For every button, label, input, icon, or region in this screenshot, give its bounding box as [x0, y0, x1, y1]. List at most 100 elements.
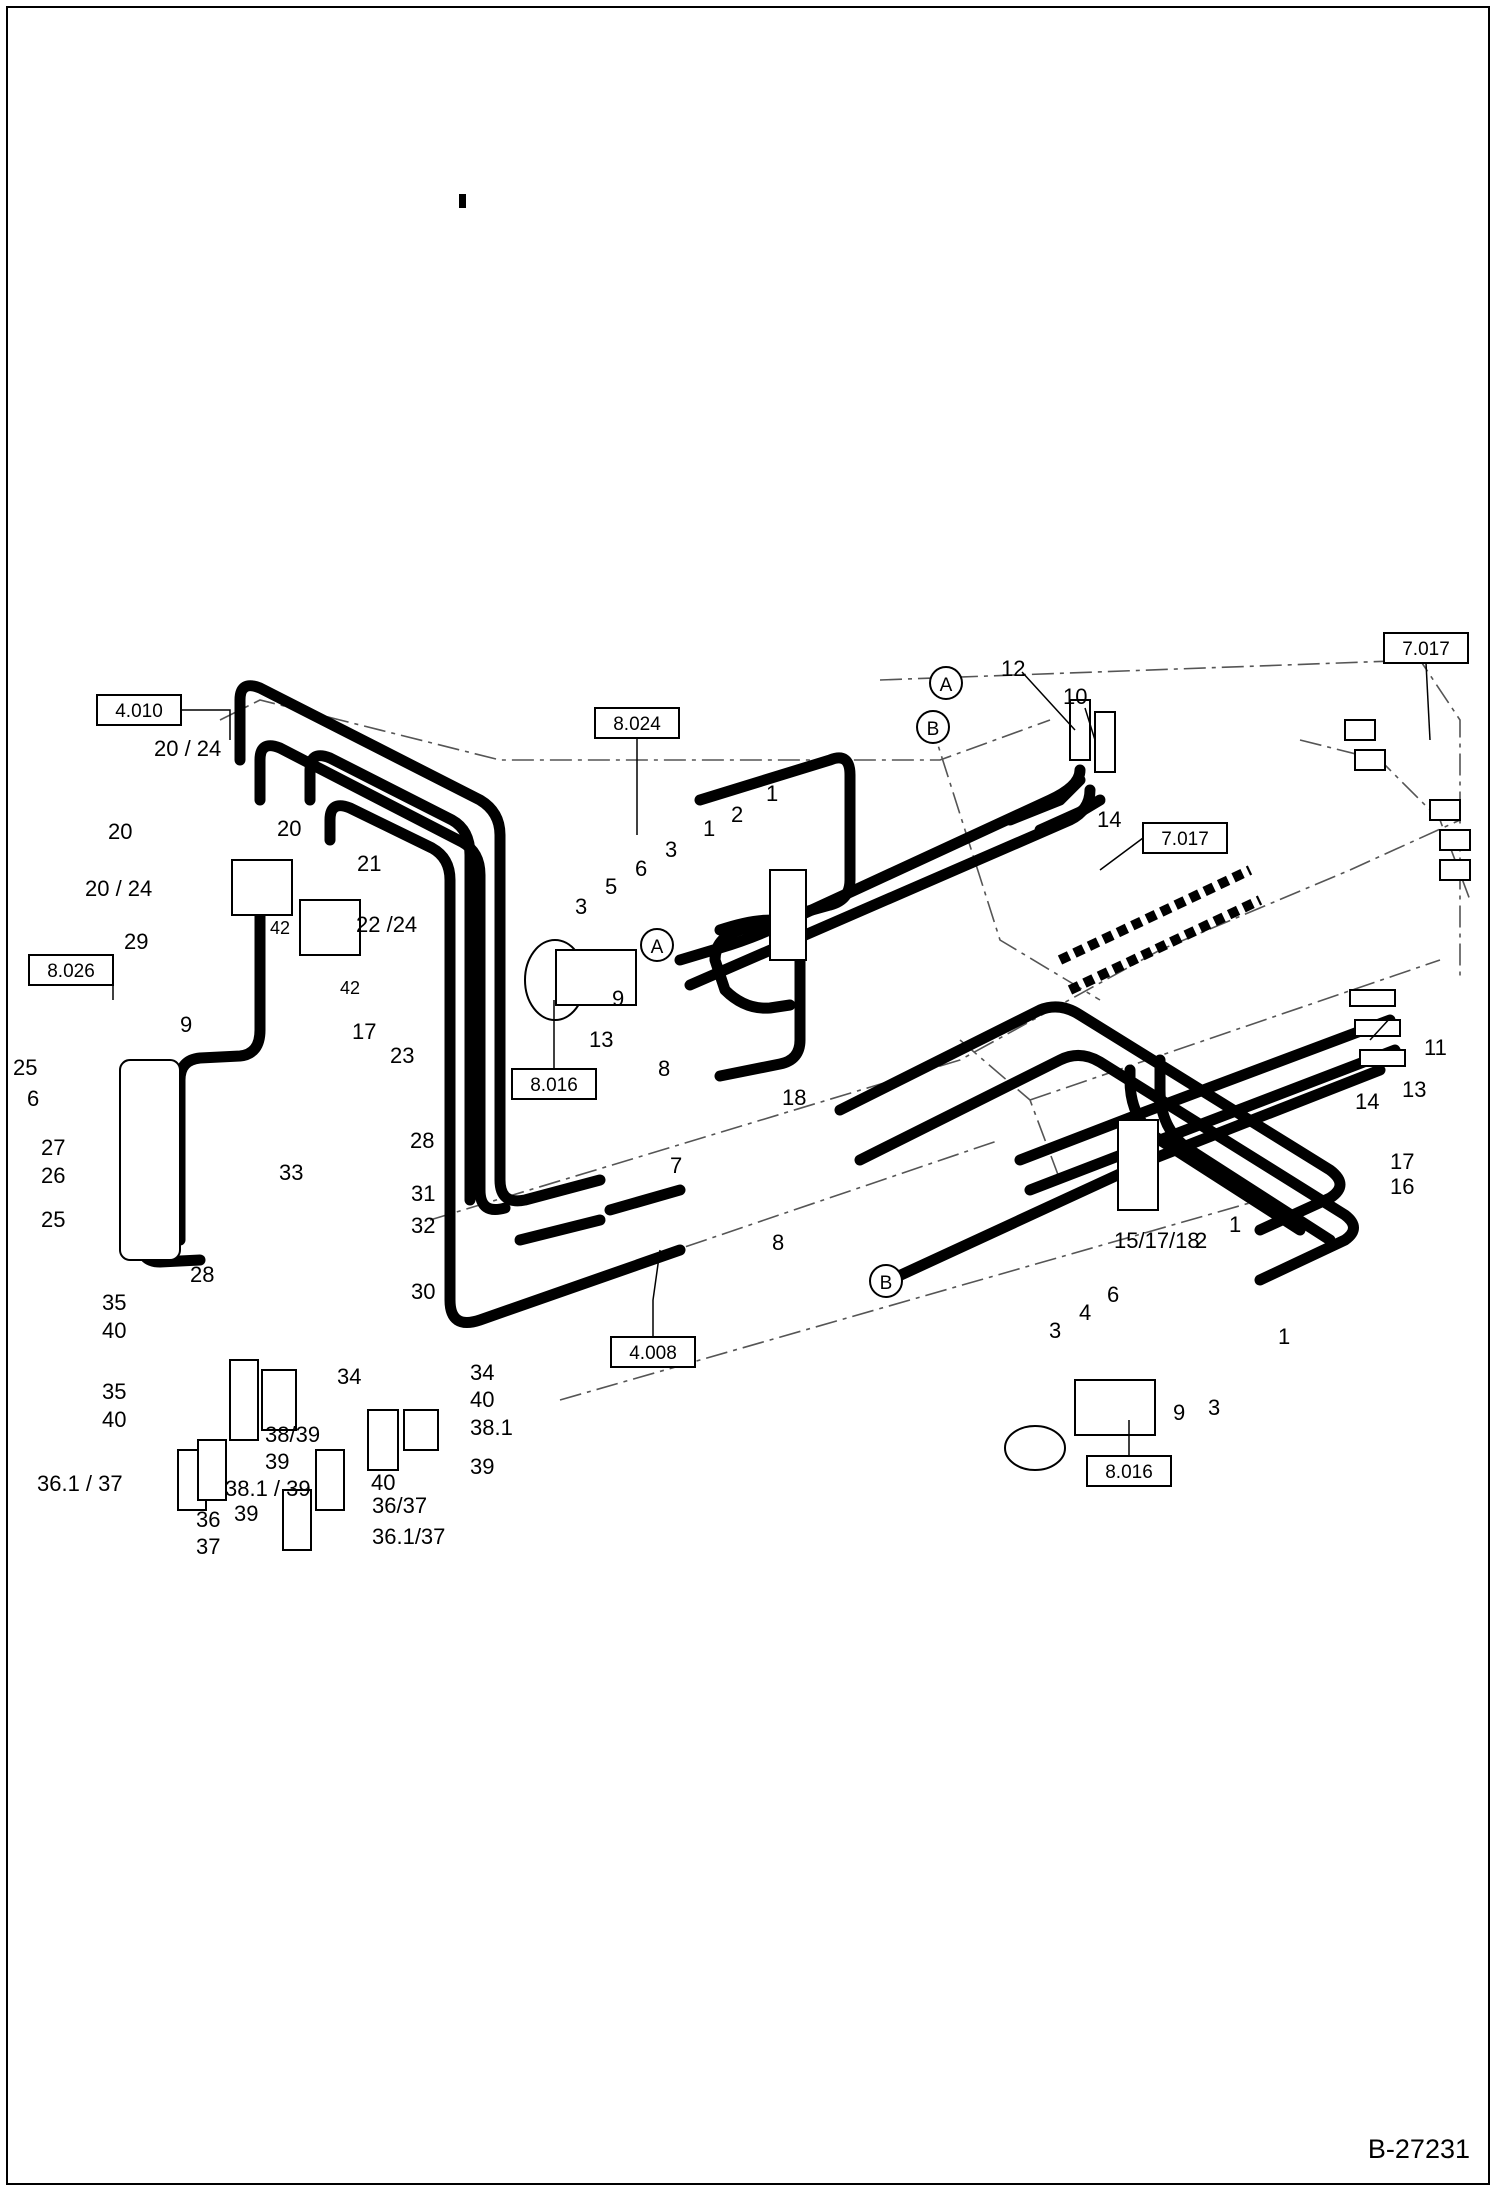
ref-box-8-024-label: 8.024 — [613, 714, 661, 735]
callout-6-c: 6 — [1107, 1282, 1119, 1307]
callout-35-b: 35 — [102, 1379, 126, 1404]
fitting-block-3 — [1429, 799, 1461, 821]
ref-box-8-024 — [594, 707, 680, 739]
coupling-36-b — [315, 1449, 345, 1511]
callout-2-a: 2 — [731, 802, 743, 827]
callout-6-a: 6 — [27, 1086, 39, 1111]
callout-27: 27 — [41, 1135, 65, 1160]
callout-34-b: 34 — [470, 1360, 494, 1385]
cylinder-body-left — [555, 949, 637, 1006]
callout-25-a: 25 — [13, 1055, 37, 1080]
connector-a-top-label: A — [940, 675, 953, 696]
callout-36-37: 36/37 — [372, 1493, 427, 1518]
callout-23: 23 — [390, 1043, 414, 1068]
callout-18-a: 17 — [352, 1019, 376, 1044]
ref-box-4-008-label: 4.008 — [629, 1343, 677, 1364]
hose-clamp-mid — [769, 869, 807, 961]
callout-37: 37 — [196, 1534, 220, 1559]
ref-box-4-010-label: 4.010 — [115, 701, 163, 722]
ref-box-8-026-label: 8.026 — [47, 961, 95, 982]
callout-35-a: 35 — [102, 1290, 126, 1315]
valve-block-right — [299, 899, 361, 956]
coupling-38-1 — [229, 1359, 259, 1441]
connector-b-top-label: B — [927, 719, 940, 740]
callout-34-a: 34 — [337, 1364, 361, 1389]
callout-16: 15/17/18 — [1114, 1228, 1200, 1253]
callout-40-d: 40 — [470, 1387, 494, 1412]
callout-10: 10 — [1063, 684, 1087, 709]
callout-8-a: 8 — [658, 1056, 670, 1081]
callout-1-b: 1 — [703, 816, 715, 841]
ref-box-8-016-right-label: 8.016 — [1105, 1462, 1153, 1483]
fittings — [119, 194, 1471, 1471]
ref-box-7-017-top-label: 7.017 — [1402, 639, 1450, 660]
connector-a-top — [929, 666, 963, 700]
callout-11: 11 — [1424, 1035, 1447, 1060]
callout-15-17-18: 13 — [589, 1027, 613, 1052]
ref-box-4-008 — [610, 1336, 696, 1368]
callout-36-1-37-b: 36.1/37 — [372, 1524, 445, 1549]
callout-40-a: 40 — [102, 1318, 126, 1343]
connector-b-mid — [869, 1264, 903, 1298]
callout-38-39: 38.1 — [470, 1415, 513, 1440]
connector-b-mid-label: B — [880, 1273, 893, 1294]
ref-box-7-017-top — [1383, 632, 1469, 664]
cylinder-body-right — [1074, 1379, 1156, 1436]
callout-9-b: 9 — [612, 986, 624, 1011]
callout-6-b: 6 — [635, 856, 647, 881]
cylinder-left — [119, 1059, 181, 1261]
callout-8-b: 8 — [772, 1230, 784, 1255]
callout-38-1-39: 39 — [470, 1454, 494, 1479]
callout-39-b: 39 — [265, 1449, 289, 1474]
fitting-block-4 — [1439, 829, 1471, 851]
coupling-38-1-b — [367, 1409, 399, 1471]
callout-21-a: 20 / 24 — [154, 736, 221, 761]
callout-29: 29 — [124, 929, 148, 954]
callout-1-a: 1 — [766, 781, 778, 806]
callout-4: 4 — [1079, 1300, 1091, 1325]
coupling-38-b — [403, 1409, 439, 1451]
callout-22-24: 22 /24 — [356, 912, 417, 937]
fitting-block-5 — [1439, 859, 1471, 881]
connector-a-mid — [640, 928, 674, 962]
coupling-38 — [261, 1369, 297, 1431]
hose-clamp-right — [1117, 1119, 1159, 1211]
callout-25-b: 25 — [41, 1207, 65, 1232]
callout-31: 31 — [411, 1181, 435, 1206]
callout-7: 7 — [670, 1153, 682, 1178]
ref-box-8-026 — [28, 954, 114, 986]
fitting-right-2 — [1354, 1019, 1401, 1037]
callout-5: 5 — [605, 874, 617, 899]
stray-mark — [459, 194, 466, 208]
callout-2-b: 2 — [1195, 1228, 1207, 1253]
callout-3-c: 3 — [1049, 1318, 1061, 1343]
callout-21-b: 21 — [357, 851, 381, 876]
callout-28-a: 28 — [410, 1128, 434, 1153]
callout-40-b: 40 — [102, 1407, 126, 1432]
callout-9-c: 9 — [1173, 1400, 1185, 1425]
ref-box-7-017-mid — [1142, 822, 1228, 854]
leader-lines — [112, 662, 1431, 1456]
callout-36-1-37-a: 36.1 / 37 — [37, 1471, 123, 1496]
callouts: 20 / 24 20 20 / 24 20 21 22 /24 29 42 42… — [13, 656, 1447, 1559]
fitting-right-1 — [1349, 989, 1396, 1007]
fitting-block-2 — [1354, 749, 1386, 771]
callout-1-d: 1 — [1278, 1324, 1290, 1349]
callout-9-a: 9 — [180, 1012, 192, 1037]
ref-box-7-017-mid-label: 7.017 — [1161, 829, 1209, 850]
callout-39-a: 39 — [234, 1501, 258, 1526]
callout-30: 30 — [411, 1279, 435, 1304]
callout-19: 18 — [782, 1085, 806, 1110]
callout-14-a: 14 — [1097, 807, 1121, 832]
connectors: A B A B — [640, 666, 963, 1298]
callout-36: 36 — [196, 1507, 220, 1532]
callout-42-b: 42 — [340, 978, 360, 998]
drawing-frame — [6, 6, 1490, 2185]
reference-boxes: 4.010 8.024 8.026 8.016 4.008 8.016 7.01… — [28, 632, 1469, 1487]
fitting-upper-1 — [1069, 699, 1091, 761]
cylinder-eye-right — [1004, 1425, 1066, 1471]
callout-14-b: 14 — [1355, 1089, 1379, 1114]
callout-1-c: 1 — [1229, 1212, 1241, 1237]
callout-3-d: 3 — [1208, 1395, 1220, 1420]
